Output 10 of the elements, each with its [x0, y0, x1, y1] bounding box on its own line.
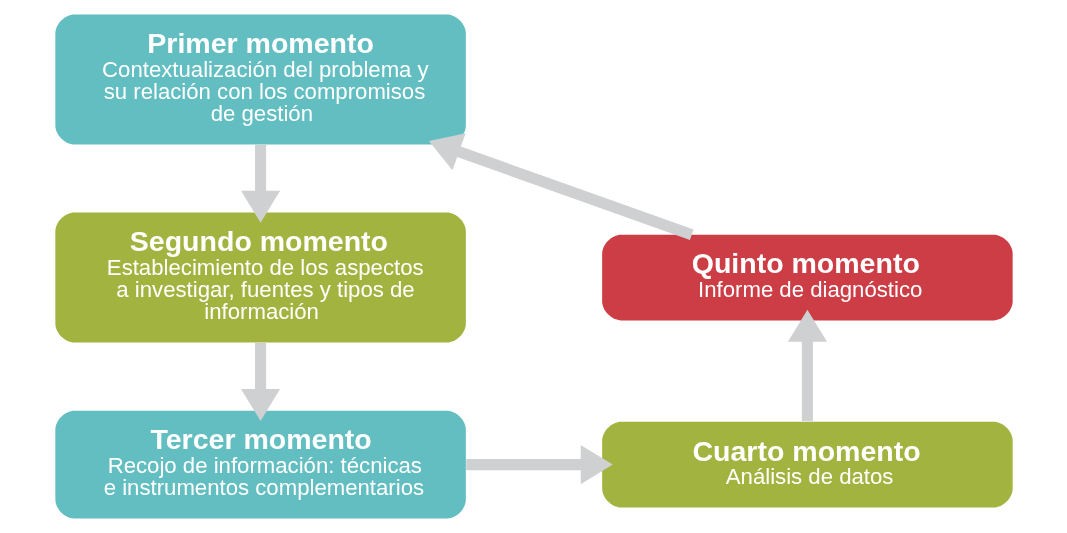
node-box: Quinto momento Informe de diagnóstico — [601, 234, 1013, 321]
arrow — [428, 133, 694, 240]
node-box: Segundo momento Establecimiento de los aspectos a investigar, fuentes y tipos de información — [54, 212, 466, 343]
node-box: Tercer momento Recojo de información: técnicas e instrumentos complementarios — [54, 410, 466, 519]
arrow — [240, 144, 280, 223]
node-box: Cuarto momento Análisis de datos — [601, 421, 1013, 508]
arrow — [465, 445, 613, 485]
arrow — [787, 309, 827, 422]
node-box: Primer momento Contextualización del problema y su relación con los compromisos de gestión — [54, 14, 466, 145]
arrow — [240, 342, 280, 421]
